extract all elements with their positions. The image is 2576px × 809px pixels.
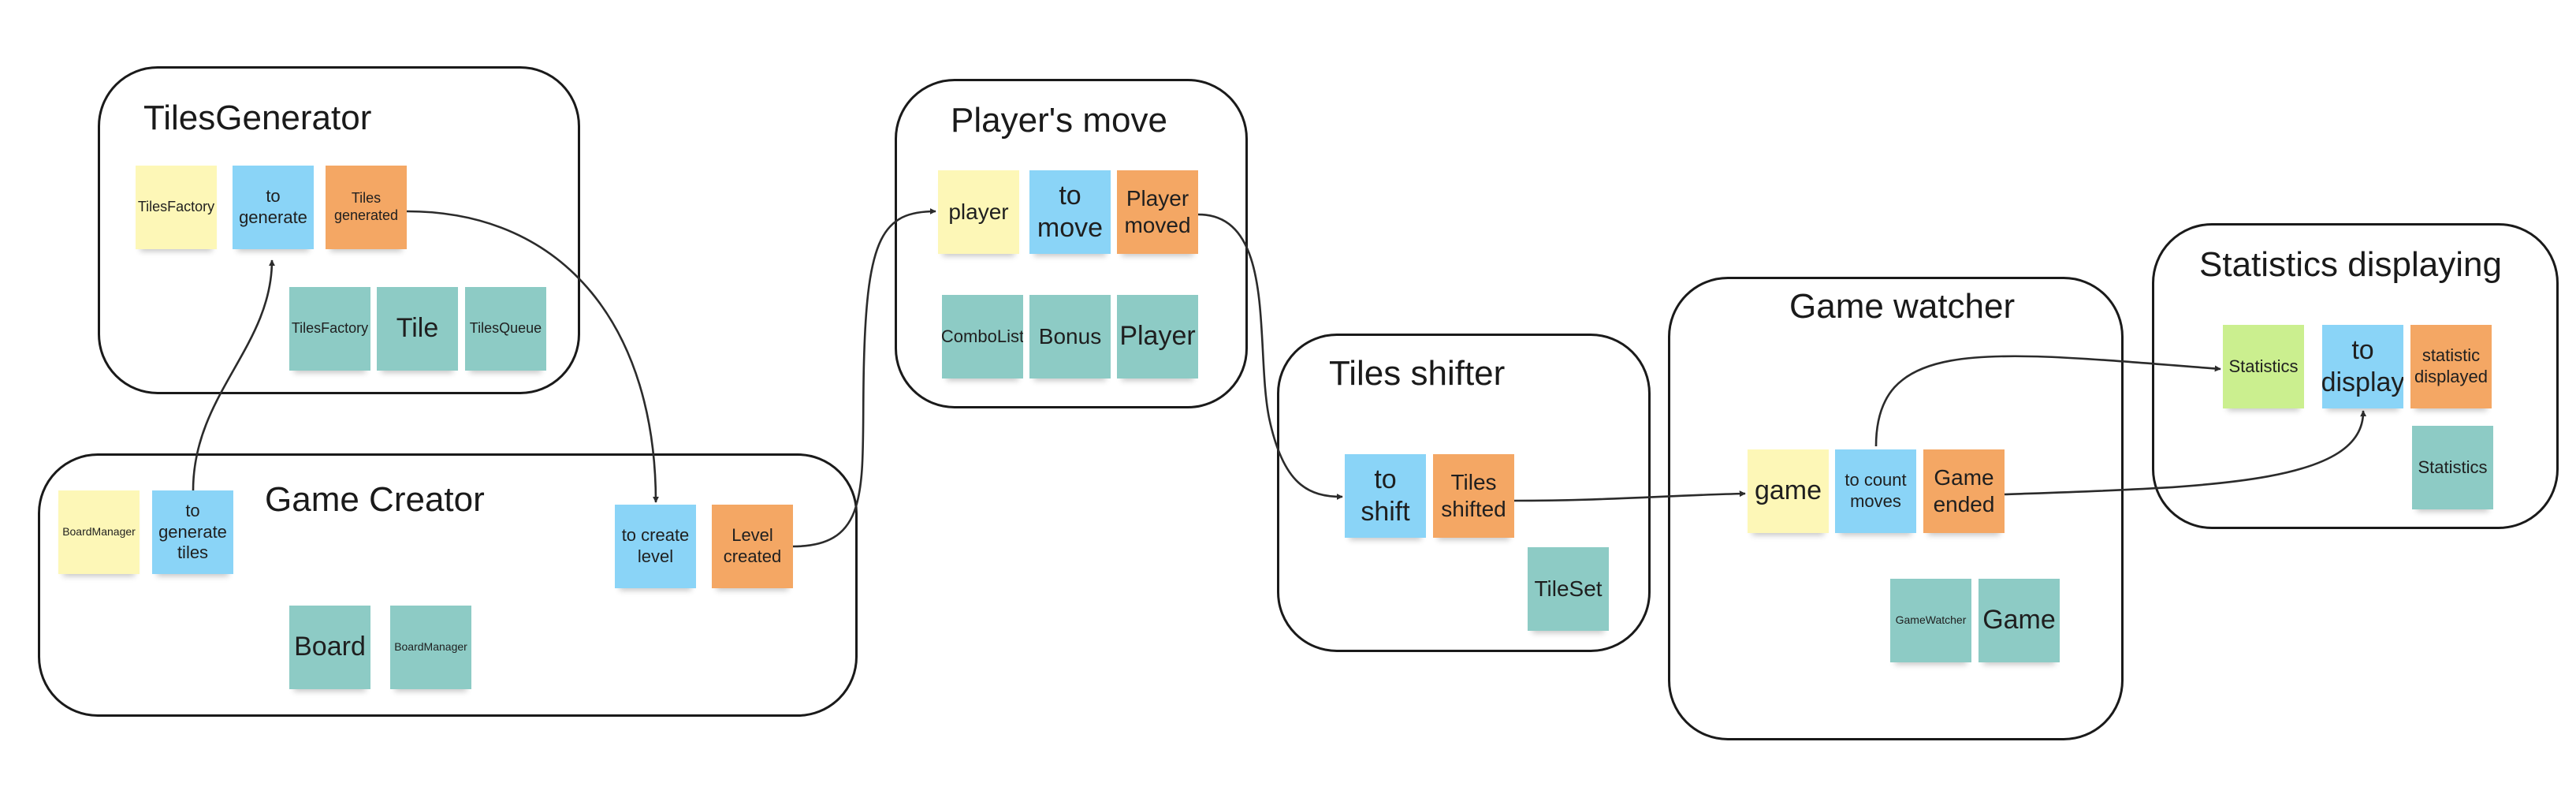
sticky-note-command[interactable]: to move: [1029, 170, 1111, 254]
sticky-note-aggregate[interactable]: TileSet: [1528, 547, 1609, 631]
sticky-note-command[interactable]: to generate tiles: [152, 490, 233, 574]
sticky-note-aggregate[interactable]: BoardManager: [390, 606, 471, 689]
sticky-note-event[interactable]: statistic displayed: [2410, 325, 2492, 408]
sticky-note-event[interactable]: Tiles generated: [326, 166, 407, 249]
sticky-note-command[interactable]: to generate: [233, 166, 314, 249]
sticky-note-actor[interactable]: player: [938, 170, 1019, 254]
sticky-note-aggregate[interactable]: GameWatcher: [1890, 579, 1971, 662]
sticky-note-command[interactable]: to display: [2322, 325, 2403, 408]
frame-title-players-move: Player's move: [951, 101, 1167, 140]
frame-title-statistics-displaying: Statistics displaying: [2199, 245, 2502, 284]
sticky-note-event[interactable]: Player moved: [1117, 170, 1198, 254]
sticky-note-aggregate[interactable]: Bonus: [1029, 295, 1111, 378]
sticky-note-actor[interactable]: BoardManager: [58, 490, 140, 574]
sticky-note-read-model[interactable]: Statistics: [2223, 325, 2304, 408]
sticky-note-aggregate[interactable]: Player: [1117, 295, 1198, 378]
sticky-note-aggregate[interactable]: ComboList: [942, 295, 1023, 378]
sticky-note-event[interactable]: Tiles shifted: [1433, 454, 1514, 538]
sticky-note-aggregate[interactable]: Game: [1979, 579, 2060, 662]
sticky-note-aggregate[interactable]: TilesQueue: [465, 287, 546, 371]
sticky-note-actor[interactable]: game: [1748, 449, 1829, 533]
sticky-note-command[interactable]: to create level: [615, 505, 696, 588]
frame-game-watcher[interactable]: [1668, 277, 2124, 740]
sticky-note-actor[interactable]: TilesFactory: [136, 166, 217, 249]
sticky-note-event[interactable]: Level created: [712, 505, 793, 588]
frame-title-tiles-shifter: Tiles shifter: [1329, 354, 1506, 393]
sticky-note-command[interactable]: to count moves: [1835, 449, 1916, 533]
sticky-note-aggregate[interactable]: TilesFactory: [289, 287, 370, 371]
sticky-note-aggregate[interactable]: Board: [289, 606, 370, 689]
sticky-note-command[interactable]: to shift: [1345, 454, 1426, 538]
sticky-note-event[interactable]: Game ended: [1923, 449, 2005, 533]
sticky-note-aggregate[interactable]: Statistics: [2412, 426, 2493, 509]
frame-title-game-watcher: Game watcher: [1789, 287, 2016, 326]
frame-title-game-creator: Game Creator: [265, 480, 485, 519]
frame-title-tiles-generator: TilesGenerator: [143, 99, 372, 137]
sticky-note-aggregate[interactable]: Tile: [377, 287, 458, 371]
